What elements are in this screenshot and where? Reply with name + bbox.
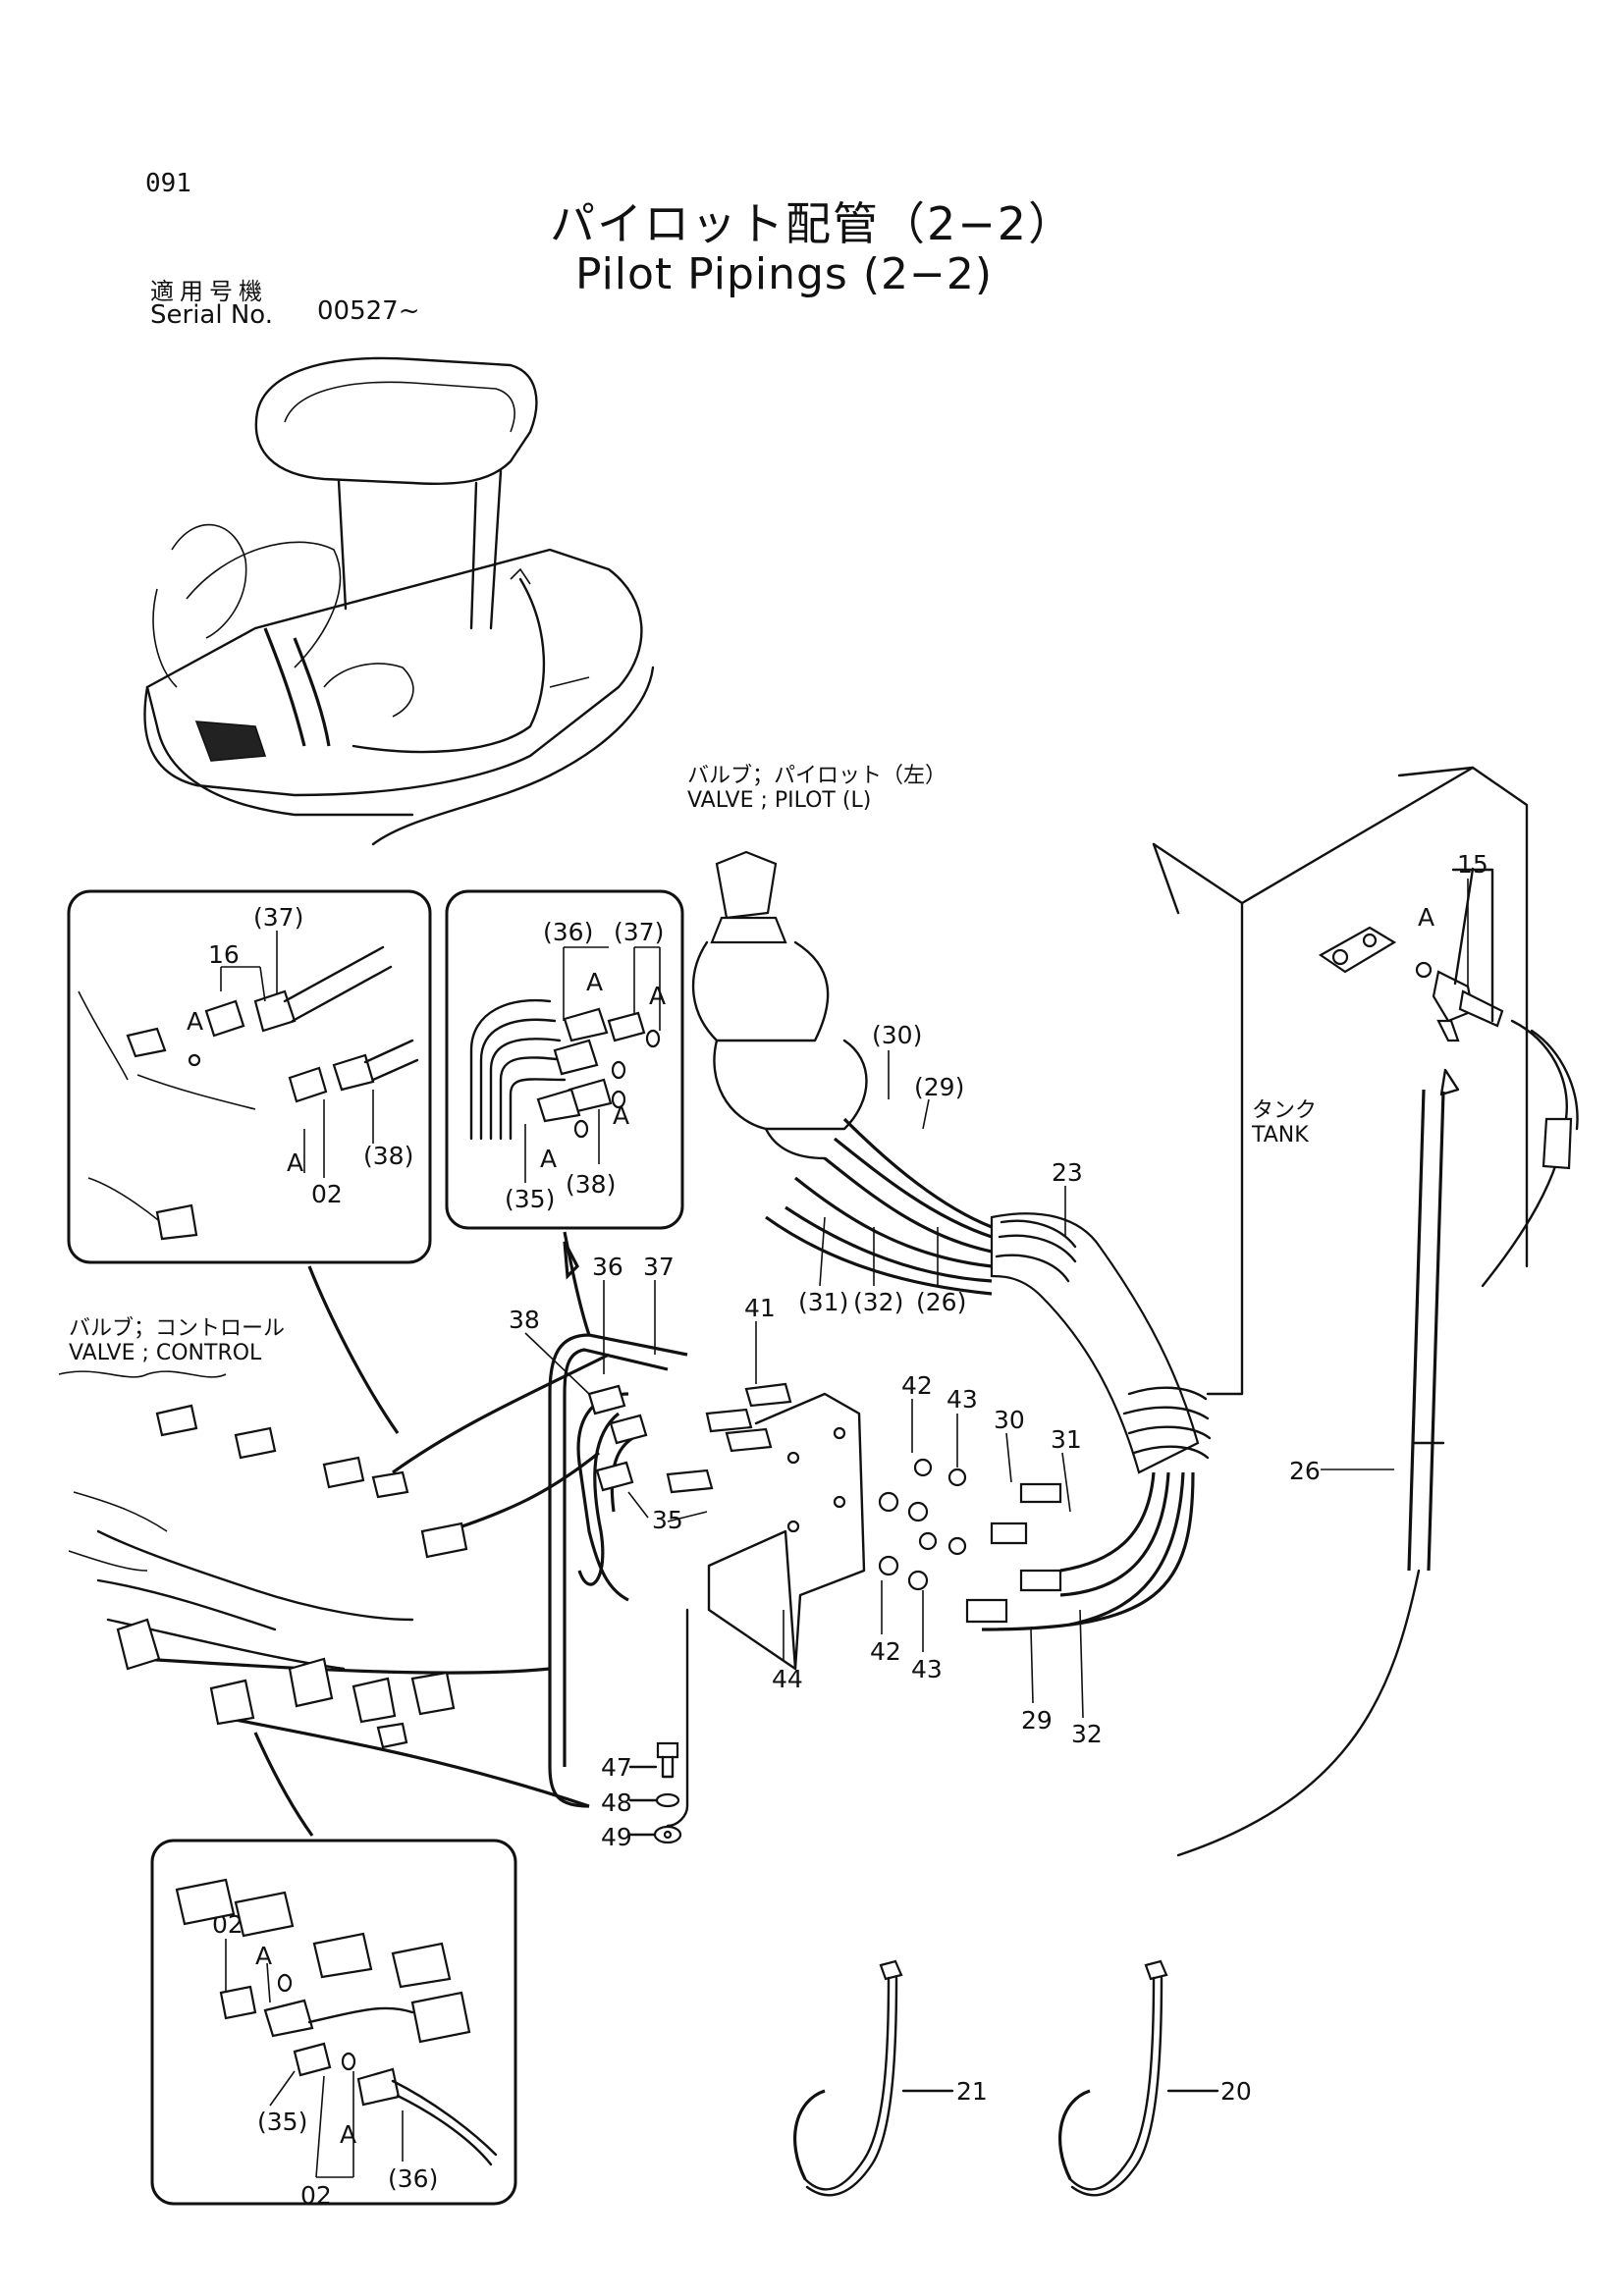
tank-label-japanese: タンク (1252, 1098, 1318, 1123)
detail-pointers (253, 1231, 591, 1837)
callout-37: 37 (643, 1253, 675, 1281)
hydraulic-tank-illustration (1152, 766, 1579, 1857)
callout-47: 47 (601, 1753, 632, 1782)
detail-left-callout-16: 16 (208, 940, 240, 969)
page-title-english: Pilot Pipings (2−2) (575, 249, 994, 299)
detail-left-callout-38-ref: (38) (363, 1142, 414, 1170)
detail-box-bottom (150, 1839, 517, 2206)
serial-number-value: 00527~ (317, 296, 420, 326)
valve-pilot-label-japanese: バルブ；パイロット（左） (687, 764, 947, 788)
detail-mid-callout-36-ref: (36) (543, 918, 594, 946)
callout-20: 20 (1220, 2077, 1252, 2106)
callout-26: 26 (1289, 1457, 1321, 1485)
callout-31-ref: (31) (798, 1288, 849, 1316)
bolt-and-washers (628, 1741, 682, 1844)
valve-pilot-label-english: VALVE ; PILOT (L) (687, 788, 872, 813)
serial-label-english: Serial No. (150, 300, 273, 330)
detail-left-callout-a-upper: A (187, 1007, 204, 1036)
serial-label-japanese: 適用号機 (150, 278, 268, 305)
cable-tie-21 (793, 1959, 954, 2197)
callout-43-top: 43 (947, 1385, 978, 1414)
cable-tie-20 (1058, 1959, 1219, 2197)
detail-mid-callout-37-ref: (37) (614, 918, 665, 946)
detail-bottom-callout-a-lower: A (340, 2120, 357, 2149)
callout-42-bottom: 42 (870, 1637, 901, 1666)
callout-35: 35 (652, 1506, 683, 1534)
callout-21: 21 (956, 2077, 988, 2106)
callout-49: 49 (601, 1823, 632, 1851)
callout-38: 38 (509, 1306, 540, 1334)
tank-label-english: TANK (1252, 1123, 1309, 1148)
callout-32-ref: (32) (853, 1288, 904, 1316)
detail-mid-callout-a-3: A (613, 1101, 630, 1130)
callout-32: 32 (1071, 1720, 1103, 1748)
detail-box-left (67, 889, 432, 1264)
page-number: 091 (145, 169, 191, 198)
detail-mid-callout-a-2: A (649, 982, 667, 1010)
control-valve-illustration (58, 1370, 468, 1749)
callout-29-ref: (29) (914, 1073, 965, 1101)
callout-29: 29 (1021, 1706, 1053, 1735)
detail-left-callout-02: 02 (311, 1180, 343, 1208)
valve-control-label-japanese: バルブ；コントロール (69, 1316, 286, 1341)
callout-36: 36 (592, 1253, 623, 1281)
page-title-japanese: パイロット配管（2−2） (550, 197, 1076, 250)
pipe-bracket-assembly (666, 1382, 967, 1671)
callout-44: 44 (772, 1665, 803, 1693)
machine-overview-illustration (143, 356, 655, 846)
detail-left-callout-37-ref: (37) (253, 903, 304, 932)
callout-30: 30 (994, 1406, 1025, 1434)
callout-43-bottom: 43 (911, 1655, 943, 1683)
callout-41: 41 (744, 1294, 776, 1322)
main-leader-lines (524, 879, 1469, 1719)
detail-bottom-callout-a-upper: A (255, 1942, 273, 1970)
callout-48: 48 (601, 1789, 632, 1817)
detail-mid-callout-35-ref: (35) (505, 1185, 556, 1213)
callout-30-ref: (30) (872, 1021, 923, 1049)
detail-mid-callout-a-4: A (540, 1145, 558, 1173)
callout-31: 31 (1051, 1425, 1082, 1454)
callout-42-top: 42 (901, 1371, 933, 1400)
detail-mid-callout-a-1: A (586, 968, 604, 996)
valve-control-label-english: VALVE ; CONTROL (69, 1341, 262, 1365)
callout-23: 23 (1052, 1158, 1083, 1187)
callout-26-ref: (26) (916, 1288, 967, 1316)
callout-a-tank: A (1418, 903, 1435, 932)
detail-bottom-callout-36-ref: (36) (388, 2164, 439, 2193)
detail-left-callout-a-lower: A (287, 1148, 304, 1177)
detail-box-middle (445, 889, 684, 1230)
detail-bottom-callout-35-ref: (35) (257, 2108, 308, 2136)
detail-mid-callout-38-ref: (38) (566, 1170, 617, 1199)
pilot-valve-assembly (691, 850, 1212, 1631)
